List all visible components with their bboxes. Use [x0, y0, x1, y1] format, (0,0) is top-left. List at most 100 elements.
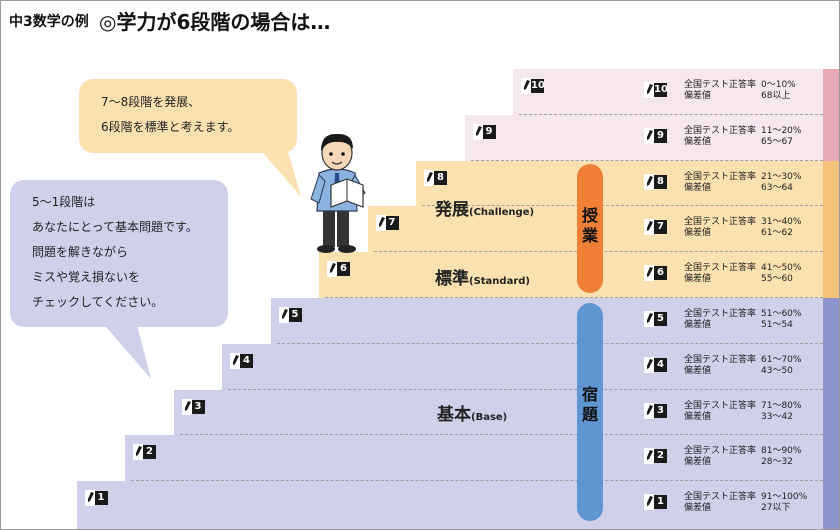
student-illustration: [310, 133, 366, 253]
stat-label: 偏差値: [684, 320, 712, 330]
level-number: 7: [654, 220, 667, 235]
row-badge-6: 6: [644, 265, 668, 282]
pencil-icon: [647, 496, 653, 507]
row-badge-1: 1: [644, 494, 668, 511]
stat-label: 偏差値: [684, 91, 712, 101]
stat-value: 33〜42: [761, 411, 793, 422]
level-number: 6: [654, 266, 667, 281]
pencil-icon: [647, 404, 653, 415]
step-badge-2: 2: [133, 444, 157, 461]
step-divider: [228, 388, 823, 390]
step-divider: [470, 159, 823, 161]
lower-bubble-tail: [101, 321, 151, 379]
level-number: 8: [434, 170, 447, 185]
row-badge-2: 2: [644, 448, 668, 465]
step-divider: [276, 342, 823, 344]
level-number: 3: [654, 403, 667, 418]
stat-label: 偏差値: [684, 274, 712, 285]
class-pill: 授業: [577, 164, 603, 293]
level-number: 2: [143, 445, 156, 460]
level-number: 8: [654, 174, 667, 189]
pencil-icon: [378, 217, 385, 228]
stat-value: 41〜50%: [761, 263, 802, 274]
stat-label: 全国テスト正答率: [684, 80, 757, 90]
level-number: 10: [531, 79, 545, 93]
pencil-icon: [136, 446, 142, 457]
stat-label: 全国テスト正答率: [684, 354, 757, 365]
level-number: 6: [337, 262, 350, 277]
level-number: 10: [654, 83, 668, 97]
zone-label-base: 基本(Base): [437, 405, 508, 425]
level-number: 4: [240, 353, 253, 368]
pencil-icon: [647, 267, 653, 278]
pencil-icon: [647, 129, 653, 140]
step-divider: [131, 480, 823, 482]
row-badge-10: 10: [644, 82, 668, 98]
upper-speech-bubble: 7〜8段階を発展、 6段階を標準と考えます。: [79, 79, 297, 153]
stat-value: 11〜20%: [761, 125, 802, 136]
stat-label: 全国テスト正答率: [684, 446, 757, 457]
zone-label-standard: 標準(Standard): [435, 269, 530, 289]
level-number: 5: [288, 308, 302, 322]
row-badge-3: 3: [644, 402, 668, 419]
row-badge-4: 4: [644, 356, 668, 373]
stat-label: 偏差値: [684, 411, 712, 422]
stat-value: 81〜90%: [761, 446, 802, 457]
stat-label: 偏差値: [684, 365, 712, 376]
step-divider: [325, 297, 823, 298]
stat-value: 91〜100%: [761, 492, 808, 503]
stat-label: 全国テスト正答率: [684, 492, 757, 503]
step-badge-8: 8: [424, 169, 448, 186]
level-number: 2: [654, 449, 667, 464]
upper-bubble-tail: [253, 141, 301, 197]
level-number: 4: [654, 357, 667, 372]
row-badge-5: 5: [644, 311, 668, 327]
step-divider: [519, 113, 823, 115]
level-number: 3: [191, 399, 205, 414]
row-badge-7: 7: [644, 219, 668, 236]
pencil-icon: [87, 492, 94, 503]
step-badge-3: 3: [181, 398, 206, 415]
pencil-icon: [281, 309, 288, 319]
stat-value: 51〜60%: [761, 309, 802, 319]
level-number: 9: [482, 124, 496, 139]
pencil-icon: [233, 354, 239, 365]
step-badge-10: 10: [521, 78, 545, 94]
step-badge-7: 7: [375, 215, 400, 232]
homework-pill: 宿題: [577, 303, 603, 521]
stat-label: 偏差値: [684, 182, 712, 193]
pencil-icon: [647, 84, 653, 94]
step-divider: [422, 205, 823, 207]
stat-label: 全国テスト正答率: [684, 125, 757, 136]
diagram-title: ◎学力が6段階の場合は…: [99, 10, 331, 34]
pencil-icon: [524, 80, 530, 90]
row-badge-8: 8: [644, 173, 668, 190]
stat-value: 43〜50: [761, 365, 793, 376]
stat-label: 偏差値: [684, 228, 712, 239]
pencil-icon: [427, 171, 433, 182]
pencil-icon: [647, 313, 653, 323]
pencil-icon: [330, 263, 336, 274]
step-divider: [179, 434, 823, 436]
lower-speech-bubble: 5〜1段階は あなたにとって基本問題です。 問題を解きながら ミスや覚え損ないを…: [10, 180, 228, 327]
stat-value: 71〜80%: [761, 400, 802, 411]
step-badge-5: 5: [278, 307, 303, 323]
row-badge-9: 9: [644, 127, 668, 144]
stat-value: 61〜70%: [761, 354, 802, 365]
pencil-icon: [475, 125, 482, 136]
stat-value: 68以上: [761, 91, 791, 101]
level-number: 9: [654, 128, 667, 143]
stat-label: 全国テスト正答率: [684, 309, 757, 319]
stat-value: 51〜54: [761, 320, 793, 330]
stat-label: 偏差値: [684, 136, 712, 147]
stat-value: 21〜30%: [761, 171, 802, 182]
stat-value: 0〜10%: [761, 80, 796, 90]
step-level-1: [76, 481, 839, 529]
stat-value: 63〜64: [761, 182, 793, 193]
stat-label: 全国テスト正答率: [684, 217, 757, 228]
level-number: 1: [94, 491, 108, 506]
stat-label: 全国テスト正答率: [684, 400, 757, 411]
step-badge-9: 9: [472, 123, 497, 140]
